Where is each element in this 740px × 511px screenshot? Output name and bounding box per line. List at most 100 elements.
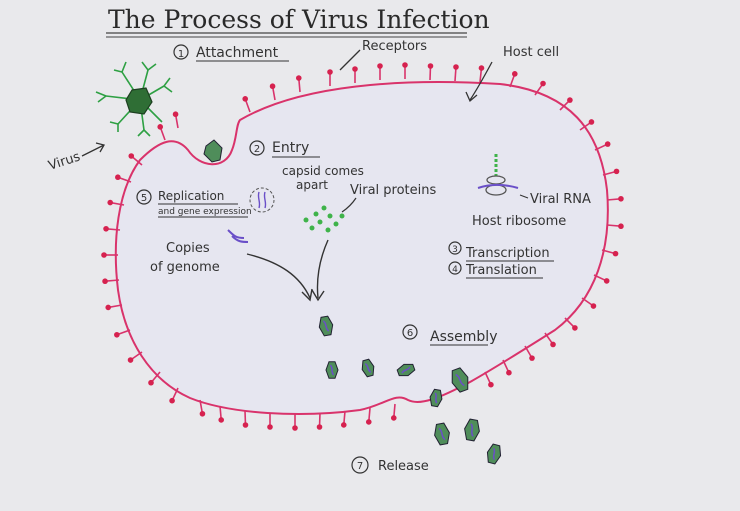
viral-protein-dots [303, 205, 345, 233]
step-number: 7 [357, 461, 363, 472]
step-number: 6 [407, 328, 413, 339]
receptor-tip [506, 369, 512, 376]
gene-expression-label: and gene expression [158, 207, 252, 217]
host-cell-label: Host cell [503, 45, 559, 60]
proteins-arrow-head [311, 289, 325, 302]
capsid-genome [470, 423, 474, 437]
virus-arrow [81, 144, 105, 157]
receptor-tip [103, 225, 109, 232]
receptor-tip [613, 168, 620, 175]
step-label: Entry [272, 140, 309, 156]
receptor-tip [157, 124, 164, 130]
receptor-tip [107, 199, 114, 206]
genome-arrow-head [301, 288, 313, 302]
host-cell-arrow [469, 61, 493, 101]
receptor-tip [242, 96, 249, 102]
step-transcription: 3 Transcription [448, 241, 554, 262]
receptor-tip [148, 379, 154, 386]
receptor-tip [618, 223, 624, 230]
step-replication: 5 Replication and gene expression [136, 189, 252, 218]
receptor-tip [511, 71, 518, 77]
capsid-genome [438, 427, 446, 441]
step-label: Assembly [430, 329, 497, 345]
step-label: Attachment [196, 45, 279, 61]
virus-label: Virus [47, 149, 83, 173]
receptor-tip [488, 381, 494, 388]
receptor-tip [590, 303, 597, 309]
receptor-tip [572, 325, 578, 331]
step-number: 1 [178, 49, 184, 60]
step-number-circle [249, 140, 265, 156]
receptor-tip [128, 153, 135, 159]
host-cell-membrane [114, 81, 609, 415]
step-release: 7 Release [351, 456, 429, 474]
virus-capsid [464, 418, 480, 442]
receptor-tip [390, 415, 397, 421]
step-label: Release [378, 459, 429, 474]
step-number-circle [448, 241, 462, 255]
virus-capsid [318, 315, 334, 337]
step-label: Translation [465, 263, 537, 278]
receptor-tip [603, 278, 610, 284]
step-number-circle [448, 261, 462, 275]
viral-proteins-label: Viral proteins [350, 183, 436, 198]
receptor-tip [127, 357, 134, 363]
receptor-tip [267, 424, 273, 430]
step-attachment: 1 Attachment [173, 44, 289, 62]
step-assembly: 6 Assembly [402, 324, 497, 346]
receptor-tip [269, 83, 276, 90]
step-label: Replication [158, 189, 224, 203]
virus-capsid [325, 361, 339, 379]
receptor-tip [567, 97, 573, 103]
step-translation: 4 Translation [448, 261, 543, 279]
step-number: 2 [254, 144, 260, 155]
step-number: 4 [452, 265, 458, 275]
receptor-tip [453, 64, 459, 70]
receptor-tip [427, 63, 434, 69]
step-number: 3 [452, 245, 458, 255]
receptor-tip [101, 252, 107, 258]
capsid-label-line2: apart [296, 178, 328, 192]
nucleic-acid-circle [249, 187, 275, 213]
host-cell-arrow-head [465, 91, 478, 103]
capsid-label-line1: capsid comes [282, 164, 364, 178]
copies-label-line2: of genome [150, 260, 220, 275]
receptor-tip [612, 250, 619, 257]
genome-copies [227, 229, 249, 243]
capsid-genome [364, 363, 372, 373]
receptor-tip [529, 355, 535, 361]
viral-rna-arrow [519, 194, 529, 199]
virus-capsid [396, 363, 416, 377]
host-ribosome-label: Host ribosome [472, 214, 566, 229]
virus-capsid [486, 443, 502, 465]
step-number-circle [136, 189, 152, 205]
title: The Process of Virus Infection [108, 5, 490, 34]
virus-capsid [434, 422, 450, 446]
receptors-label: Receptors [362, 39, 427, 54]
receptor-tip [377, 63, 383, 69]
capsid-genome [329, 364, 335, 376]
receptor-tip [604, 141, 611, 147]
receptor-tip [402, 62, 408, 68]
receptors-group [101, 62, 624, 431]
receptor-tip [352, 66, 358, 72]
receptor-tip [169, 397, 175, 404]
step-number-circle [402, 324, 418, 340]
copies-label-line1: Copies [166, 241, 210, 256]
receptor-tip [105, 304, 112, 311]
capsids-group [318, 315, 502, 465]
capsid-genome [401, 366, 411, 374]
receptor-tip [102, 278, 108, 285]
capsid-genome [434, 392, 438, 404]
receptor-tip [588, 119, 595, 125]
receptor-tip [340, 422, 347, 428]
proteins-to-assembly-arrow [316, 239, 329, 299]
virus [95, 61, 173, 137]
receptor-tip [316, 424, 323, 430]
virus-arrow-head [95, 142, 105, 153]
step-number: 5 [141, 193, 147, 204]
capsid-genome [492, 447, 496, 461]
step-number-circle [173, 44, 189, 60]
